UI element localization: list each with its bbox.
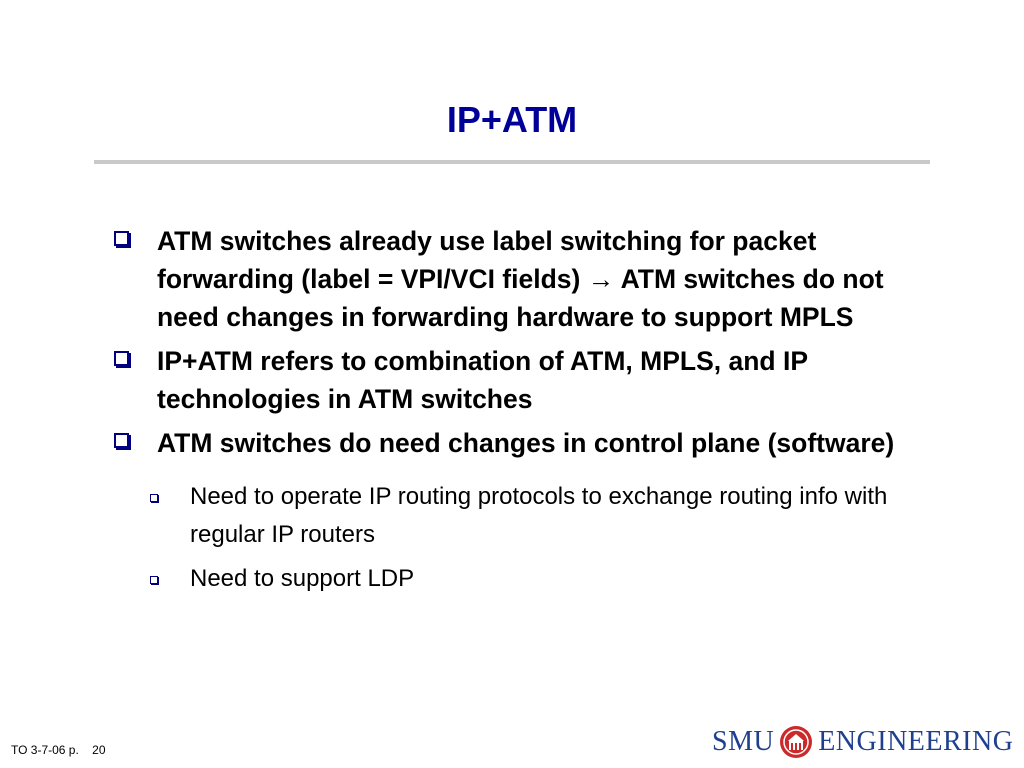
- square-bullet-icon: [114, 433, 129, 448]
- sub-bullet-text: Need to operate IP routing protocols to …: [190, 483, 888, 548]
- square-bullet-icon: [114, 351, 129, 366]
- bullet-text: IP+ATM refers to combination of ATM, MPL…: [157, 346, 808, 414]
- slide-title: IP+ATM: [446, 99, 578, 140]
- bullet-text: ATM switches do need changes in control …: [157, 428, 895, 458]
- title-divider: [94, 160, 930, 164]
- logo-smu-text: SMU: [712, 726, 775, 757]
- bullet-item: ATM switches do need changes in control …: [112, 424, 942, 462]
- square-bullet-icon: [114, 231, 129, 246]
- slide-content: ATM switches already use label switching…: [112, 222, 942, 604]
- sub-bullet-text: Need to support LDP: [190, 565, 415, 592]
- smu-seal-icon: [779, 725, 813, 759]
- small-square-bullet-icon: [150, 494, 158, 502]
- sub-bullet-item: Need to operate IP routing protocols to …: [112, 478, 942, 554]
- page-number: 20: [92, 743, 106, 757]
- sub-bullet-item: Need to support LDP: [112, 560, 942, 598]
- sub-bullet-list: Need to operate IP routing protocols to …: [112, 478, 942, 598]
- bullet-item: ATM switches already use label switching…: [112, 222, 942, 336]
- logo-engineering-text: ENGINEERING: [818, 726, 1014, 757]
- slide-footer: TO 3-7-06 p. 20: [11, 742, 106, 758]
- bullet-text: ATM switches already use label switching…: [157, 226, 884, 332]
- small-square-bullet-icon: [150, 576, 158, 584]
- footer-course: TO 3-7-06 p.: [11, 743, 79, 757]
- smu-engineering-logo: SMU ENGINEERING: [712, 720, 1013, 764]
- bullet-item: IP+ATM refers to combination of ATM, MPL…: [112, 342, 942, 418]
